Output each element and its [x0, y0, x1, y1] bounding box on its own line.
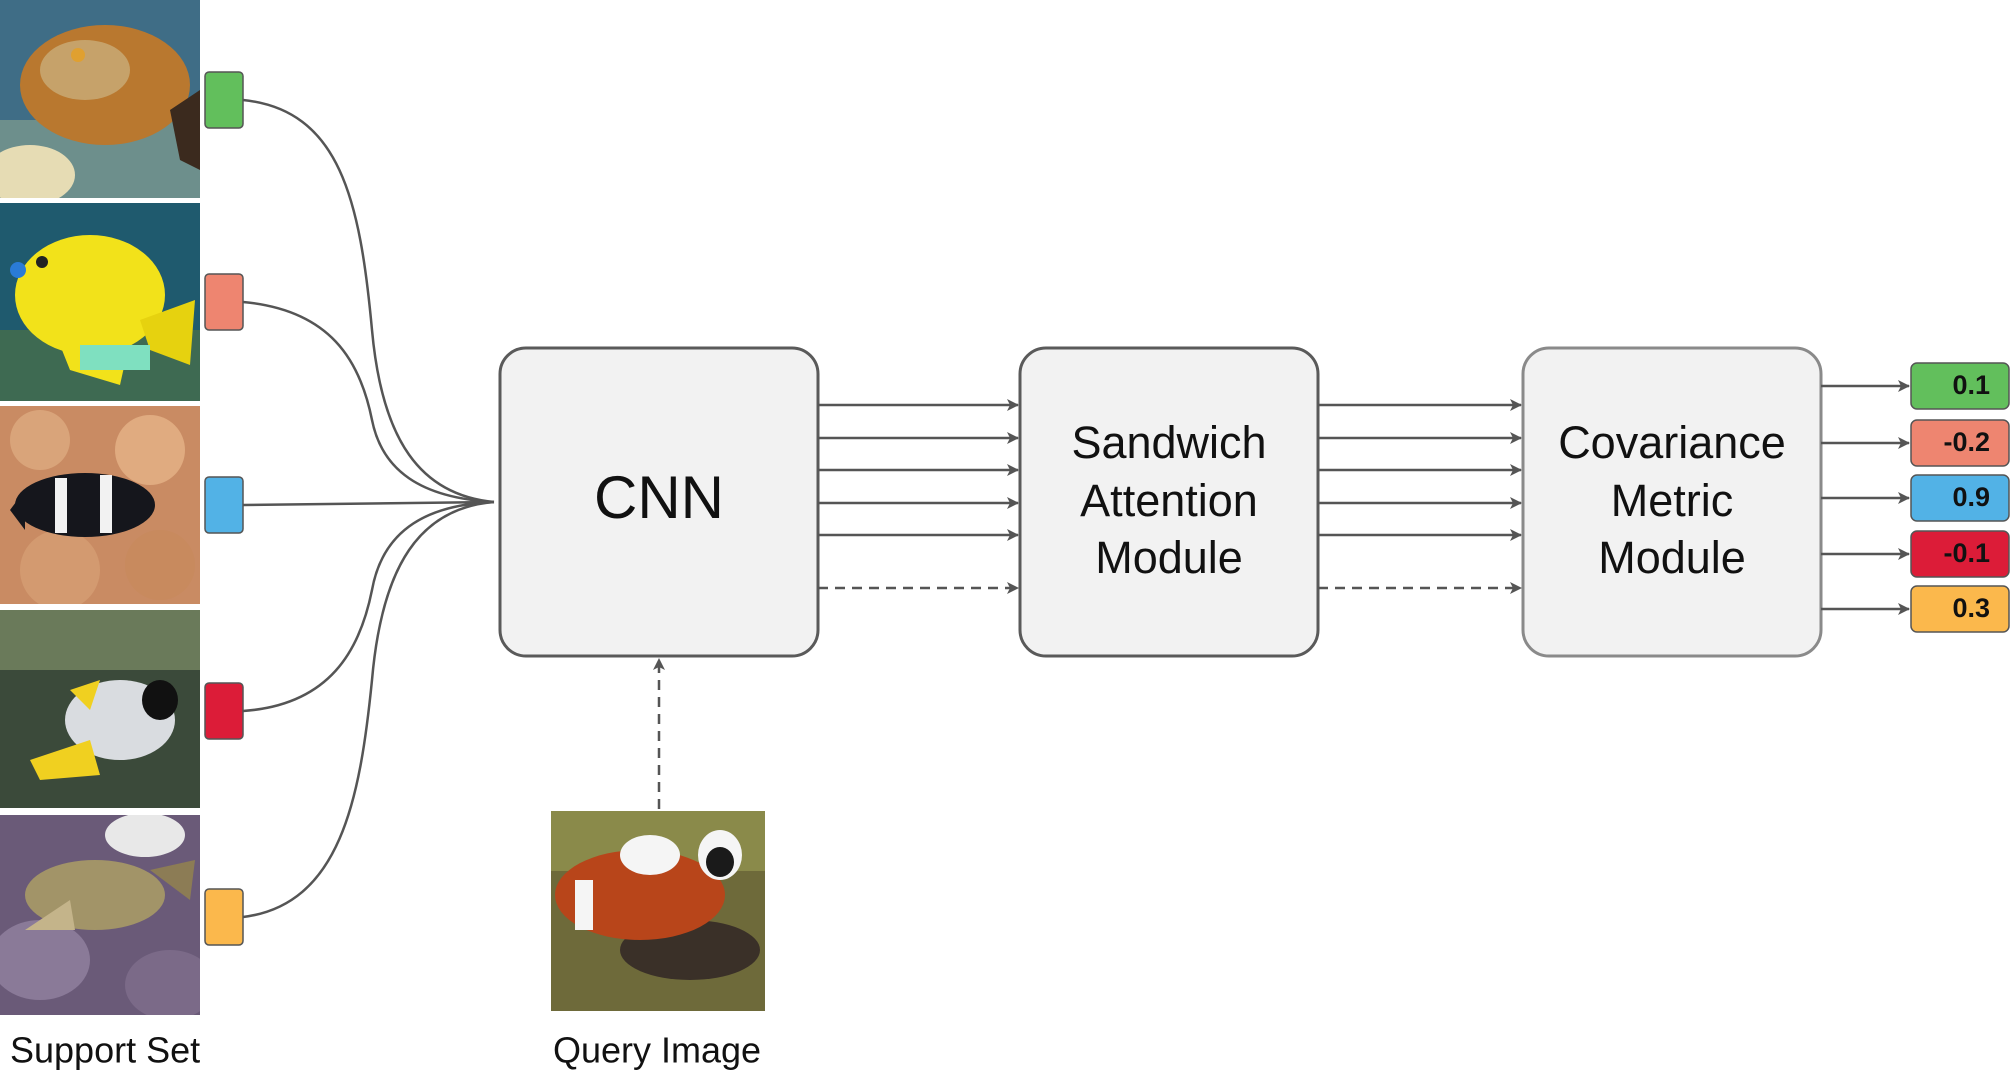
fish-body [15, 473, 155, 537]
support-tag-2 [204, 273, 244, 331]
query-image [551, 811, 765, 1011]
score-box-3: 0.9 [1910, 474, 2010, 522]
covariance-label-line-1: Covariance [1558, 417, 1786, 468]
score-box-1: 0.1 [1910, 362, 2010, 410]
fish-body [15, 235, 165, 355]
score-value-1: 0.1 [1952, 370, 1990, 400]
support-tag-5 [204, 888, 244, 946]
sandwich-label-line-2: Attention [1080, 475, 1258, 526]
support-image-1 [0, 0, 200, 198]
score-value-5: 0.3 [1952, 593, 1990, 623]
covariance-metric-box [1521, 346, 1823, 658]
support-set-caption: Support Set [10, 1030, 200, 1071]
score-value-3: 0.9 [1952, 482, 1990, 512]
covariance-label-line-3: Module [1598, 532, 1746, 583]
score-value-2: -0.2 [1943, 427, 1990, 457]
support-tag-1 [204, 71, 244, 129]
support-image-5 [0, 815, 200, 1015]
score-value-4: -0.1 [1943, 538, 1990, 568]
support-tag-3 [204, 476, 244, 534]
score-box-5: 0.3 [1910, 585, 2010, 633]
support-image-2 [0, 203, 200, 401]
support-image-3 [0, 406, 200, 604]
sandwich-label-line-1: Sandwich [1071, 417, 1266, 468]
sandwich-label-line-3: Module [1095, 532, 1243, 583]
metric-to-score-arrows [1821, 380, 1910, 615]
support-image-4 [0, 610, 200, 808]
fish-body [555, 850, 725, 940]
cnn-label: CNN [594, 464, 724, 531]
score-box-2: -0.2 [1910, 419, 2010, 467]
support-tag-4 [204, 682, 244, 740]
attention-to-metric-arrows [1318, 399, 1522, 594]
query-image-caption: Query Image [553, 1030, 761, 1071]
covariance-label-line-2: Metric [1611, 475, 1734, 526]
cnn-to-attention-arrows [818, 399, 1019, 594]
support-connectors [242, 98, 495, 919]
score-box-4: -0.1 [1910, 530, 2010, 578]
